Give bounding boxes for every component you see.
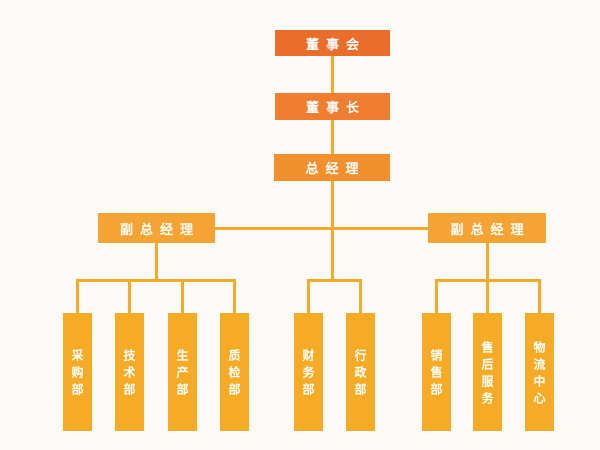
connector-drop-production — [181, 279, 184, 313]
connector-left-deputy-stub — [155, 243, 158, 280]
connector-drop-admin — [359, 279, 362, 313]
connector-drop-logistics — [538, 279, 541, 313]
connector-chairman-gm — [331, 120, 334, 154]
node-dept-quality-label: 质检部 — [227, 349, 241, 400]
node-dept-technology: 技术部 — [115, 313, 144, 431]
node-deputy-general-manager-right: 副总经理 — [428, 213, 546, 243]
node-dept-admin-label: 行政部 — [353, 349, 367, 400]
connector-right-deputy-stub — [486, 243, 489, 280]
node-dept-sales-label: 销售部 — [429, 349, 443, 400]
node-dept-logistics: 物流中心 — [525, 313, 554, 431]
node-dept-production-label: 生产部 — [175, 349, 189, 400]
connector-drop-technology — [128, 279, 131, 313]
node-dept-finance-label: 财务部 — [301, 349, 315, 400]
node-chairman: 董事长 — [275, 93, 390, 120]
node-dept-sales: 销售部 — [422, 313, 451, 431]
node-deputy-left-label: 副总经理 — [119, 222, 200, 238]
connector-board-chairman — [331, 56, 334, 93]
node-dept-purchasing: 采购部 — [63, 313, 92, 431]
node-board: 董事会 — [275, 30, 390, 56]
connector-drop-purchasing — [76, 279, 79, 313]
node-deputy-general-manager-left: 副总经理 — [98, 213, 215, 243]
node-dept-admin: 行政部 — [346, 313, 375, 431]
connector-gm-center-drop — [331, 181, 334, 282]
connector-drop-sales — [435, 279, 438, 313]
node-dept-finance: 财务部 — [294, 313, 323, 431]
node-dept-production: 生产部 — [168, 313, 197, 431]
connector-deputy-span — [215, 227, 428, 230]
connector-drop-after-sales — [486, 279, 489, 313]
node-dept-after-sales-label: 售后服务 — [480, 340, 494, 409]
node-dept-logistics-label: 物流中心 — [532, 340, 546, 409]
connector-drop-quality — [233, 279, 236, 313]
node-deputy-right-label: 副总经理 — [450, 222, 531, 238]
node-general-manager-label: 总经理 — [305, 162, 366, 177]
node-general-manager: 总经理 — [274, 154, 390, 181]
node-dept-quality: 质检部 — [220, 313, 249, 431]
node-dept-purchasing-label: 采购部 — [70, 349, 84, 400]
node-dept-after-sales: 售后服务 — [473, 313, 502, 431]
node-chairman-label: 董事长 — [305, 101, 366, 116]
node-board-label: 董事会 — [305, 37, 366, 53]
node-dept-technology-label: 技术部 — [122, 349, 136, 400]
connector-left-bar — [76, 279, 236, 282]
connector-drop-finance — [307, 279, 310, 313]
connector-middle-bar — [307, 279, 362, 282]
